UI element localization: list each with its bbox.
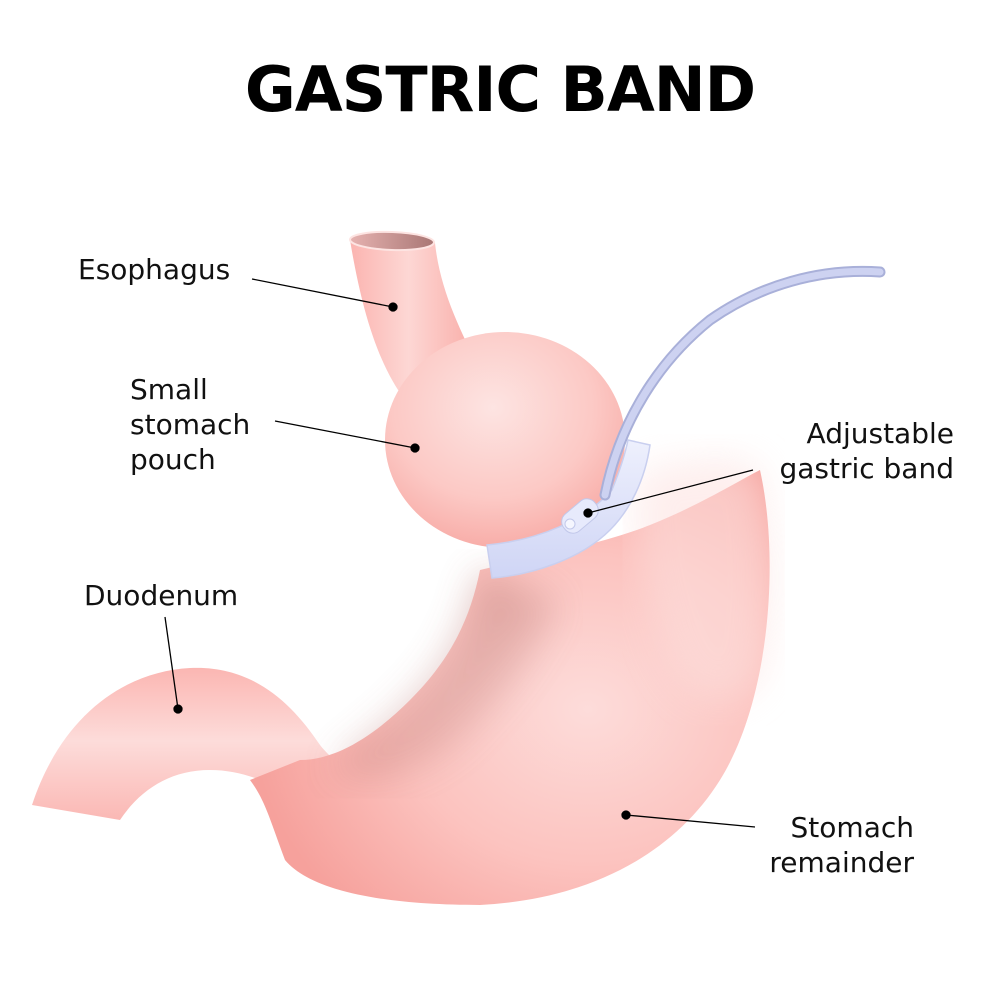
label-adjustable-gastric-band: Adjustable gastric band xyxy=(779,417,954,485)
label-esophagus: Esophagus xyxy=(78,253,231,286)
label-stomach-remainder: Stomach remainder xyxy=(769,811,914,879)
band-dot xyxy=(583,508,593,518)
remainder-dot xyxy=(621,810,631,820)
diagram-title: GASTRIC BAND xyxy=(244,53,756,126)
small-pouch-shape xyxy=(385,332,625,548)
pouch-leader xyxy=(274,420,416,449)
pouch-dot xyxy=(410,443,420,453)
duodenum-dot xyxy=(173,704,183,714)
label-duodenum: Duodenum xyxy=(84,579,239,612)
band-leader xyxy=(587,469,754,514)
esophagus-dot xyxy=(388,302,398,312)
label-small-stomach-pouch: Small stomach pouch xyxy=(130,373,251,476)
gastric-band-shape xyxy=(486,439,651,579)
remainder-leader xyxy=(625,814,756,828)
stomach-remainder-shape xyxy=(250,458,772,905)
duodenum-leader xyxy=(164,616,179,710)
esophagus-leader xyxy=(251,278,394,308)
